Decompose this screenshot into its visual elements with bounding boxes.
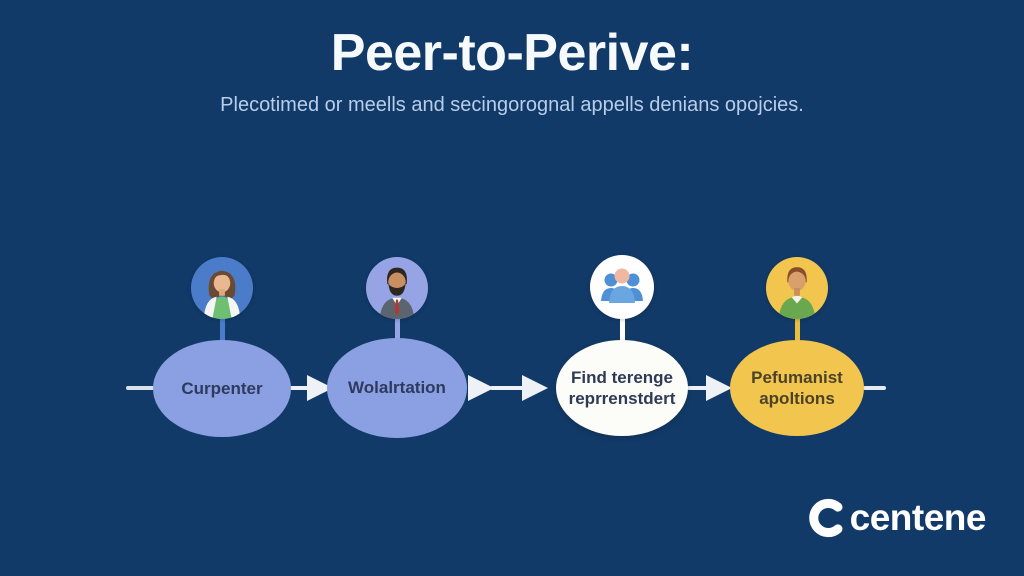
flow-node-wolalrtation: Wolalrtation [327,338,467,438]
page-title: Peer-to-Perive: [330,24,694,82]
page-subtitle: Plecotimed or meells and secingorognal a… [220,94,804,116]
flow-line-segment [490,386,528,390]
flow-node-curpenter: Curpenter [153,340,291,437]
avatar-connector [795,317,800,343]
female-doctor-avatar [191,257,253,319]
flow-node-pefumanist: Pefumanist apoltions [730,340,864,436]
arrow-right-icon [522,375,548,401]
arrow-right-icon [468,375,494,401]
flow-line-right-stub [863,386,886,390]
node-label: Pefumanist [751,367,843,387]
centene-c-mark-icon [808,498,843,538]
flow-node-find-terenge: Find terenge reprrenstdert [556,340,688,436]
centene-logo: centene [807,497,987,538]
avatar-connector [620,317,625,343]
node-label: Find terenge [570,367,673,387]
flow-line-segment [687,386,709,390]
arrow-right-icon [706,375,732,401]
flow-line-left-stub [126,386,160,390]
brand-text: centene [849,497,987,538]
node-label: Curpenter [181,378,263,398]
node-label-line2: reprrenstdert [568,389,676,408]
node-label: Wolalrtation [348,378,446,398]
avatar-connector [220,317,225,343]
avatar-connector [395,317,400,343]
flow-line-segment [289,386,311,390]
node-label-line2: apoltions [759,389,835,408]
bearded-businessman-avatar [366,257,428,319]
people-group-icon [590,255,654,319]
green-sweater-man-avatar [766,257,828,319]
